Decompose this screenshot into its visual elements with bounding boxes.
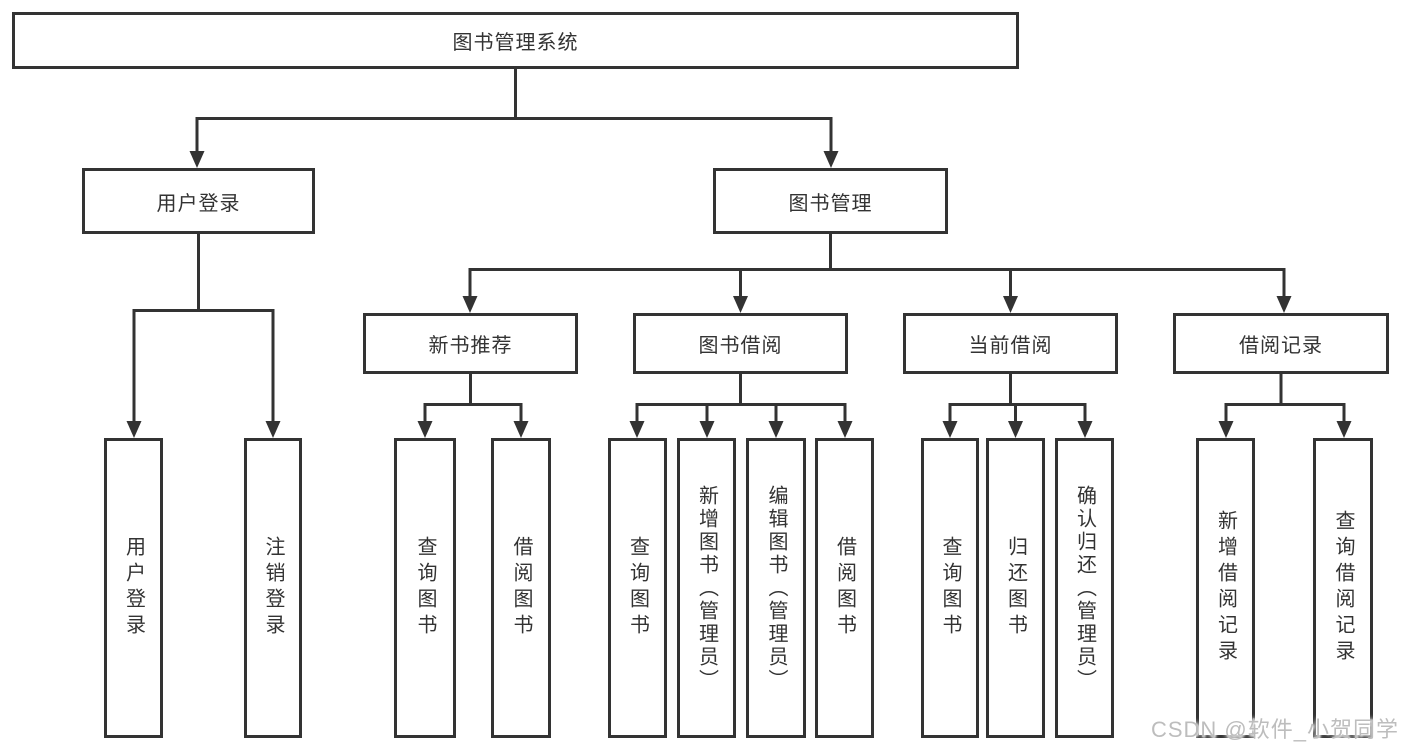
arrowhead-icon [189, 151, 205, 168]
leaf-label: 确认归还（管理员） [1073, 484, 1096, 692]
leaf-label: 查询图书 [626, 536, 649, 640]
node-current-borrowing: 当前借阅 [903, 313, 1118, 374]
arrowhead-icon [733, 296, 748, 313]
leaf-edit-books-admin: 编辑图书（管理员） [746, 438, 806, 738]
arrowhead-icon [1008, 421, 1023, 438]
node-book-management: 图书管理 [713, 168, 948, 234]
node-label: 当前借阅 [968, 335, 1053, 357]
leaf-label: 注销登录 [262, 536, 284, 640]
node-label: 新书推荐 [428, 335, 513, 357]
arrowhead-icon [126, 421, 142, 438]
leaf-label: 借阅图书 [510, 536, 532, 640]
leaf-label: 用户登录 [122, 536, 145, 640]
leaf-label: 查询借阅记录 [1332, 510, 1354, 666]
leaf-label: 新增图书（管理员） [695, 484, 718, 692]
node-root-system: 图书管理系统 [12, 12, 1019, 69]
csdn-watermark: CSDN @软件_小贺同学 [1150, 717, 1399, 742]
leaf-label: 借阅图书 [833, 536, 856, 640]
node-label: 图书管理系统 [452, 32, 579, 54]
node-label: 图书管理 [788, 192, 873, 215]
leaf-query-books-borrowing: 查询图书 [608, 438, 667, 738]
arrowhead-icon [823, 151, 839, 168]
leaf-return-books: 归还图书 [986, 438, 1045, 738]
leaf-query-books-recommend: 查询图书 [394, 438, 456, 738]
arrowhead-icon [837, 421, 853, 438]
leaf-borrow-books-recommend: 借阅图书 [491, 438, 551, 738]
arrowhead-icon [1077, 421, 1093, 438]
arrowhead-icon [265, 421, 281, 438]
arrowhead-icon [1218, 421, 1234, 438]
arrowhead-icon [1003, 296, 1018, 313]
arrowhead-icon [699, 421, 715, 438]
leaf-borrow-books: 借阅图书 [815, 438, 874, 738]
node-new-book-recommend: 新书推荐 [363, 313, 578, 374]
arrowhead-icon [462, 296, 478, 313]
leaf-label: 查询图书 [414, 536, 436, 640]
arrowhead-icon [417, 421, 433, 438]
leaf-user-login: 用户登录 [104, 438, 163, 738]
node-label: 借阅记录 [1239, 335, 1323, 357]
leaf-confirm-return-admin: 确认归还（管理员） [1055, 438, 1114, 738]
leaf-query-books-current: 查询图书 [921, 438, 979, 738]
leaf-label: 编辑图书（管理员） [765, 484, 787, 692]
leaf-label: 归还图书 [1004, 536, 1027, 640]
node-label: 图书借阅 [698, 335, 783, 357]
leaf-logout: 注销登录 [244, 438, 302, 738]
leaf-label: 新增借阅记录 [1214, 510, 1237, 666]
node-book-borrowing: 图书借阅 [633, 313, 848, 374]
arrowhead-icon [768, 421, 784, 438]
leaf-add-borrow-record: 新增借阅记录 [1196, 438, 1255, 738]
node-user-login: 用户登录 [82, 168, 315, 234]
node-borrowing-records: 借阅记录 [1173, 313, 1389, 374]
leaf-label: 查询图书 [939, 536, 961, 640]
arrowhead-icon [513, 421, 529, 438]
node-label: 用户登录 [156, 192, 241, 215]
arrowhead-icon [1336, 421, 1352, 438]
arrowhead-icon [629, 421, 645, 438]
leaf-add-books-admin: 新增图书（管理员） [677, 438, 736, 738]
arrowhead-icon [1276, 296, 1292, 313]
leaf-query-borrow-record: 查询借阅记录 [1313, 438, 1373, 738]
arrowhead-icon [942, 421, 958, 438]
